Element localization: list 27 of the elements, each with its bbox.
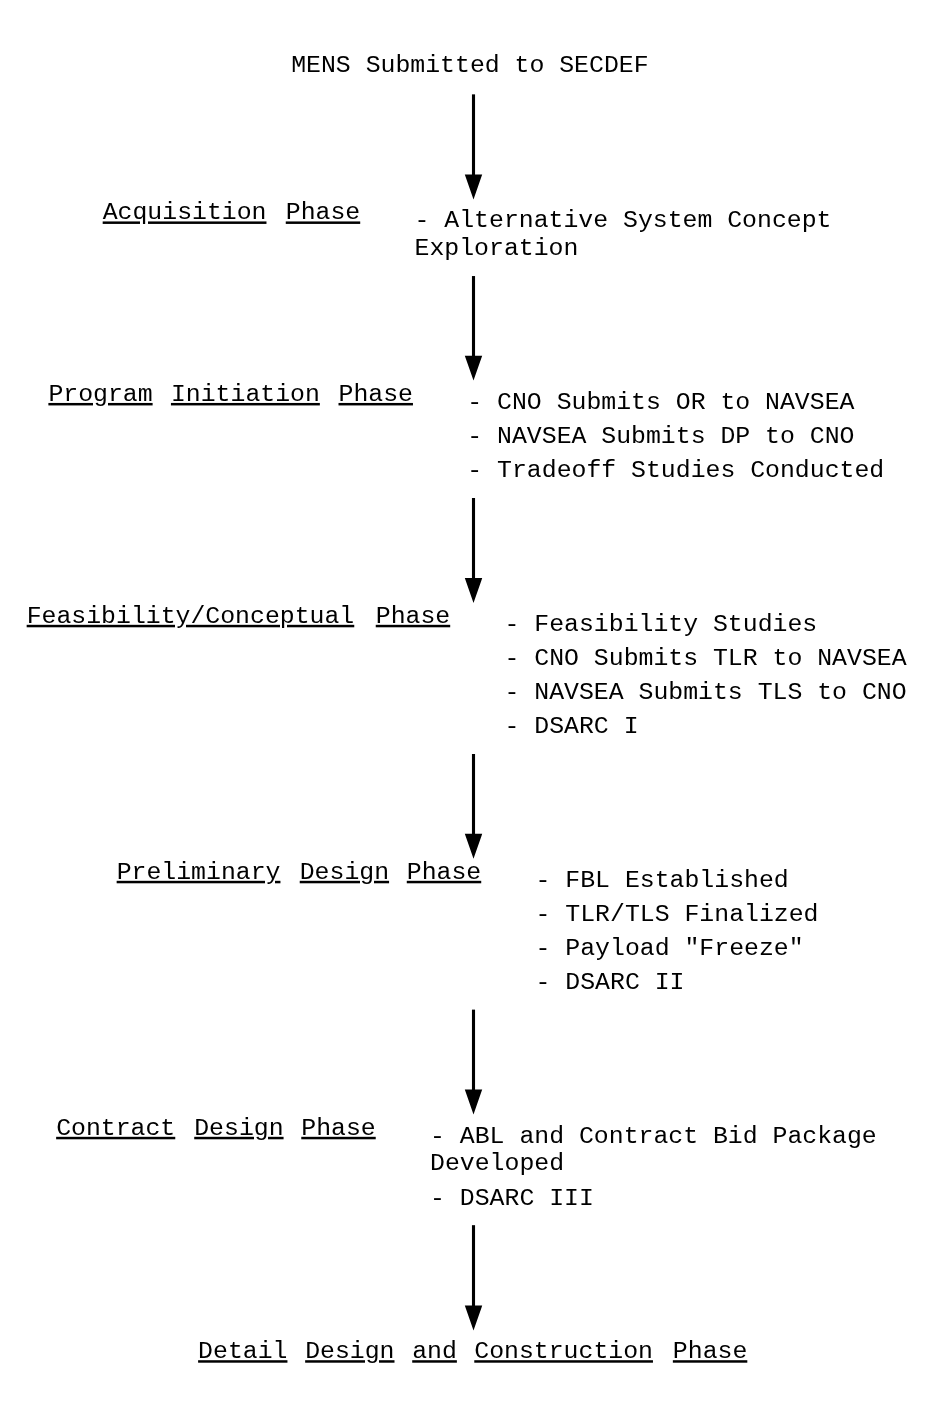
- node-label: - NAVSEA Submits DP to CNO: [467, 421, 855, 450]
- node-label: - DSARC I: [504, 711, 639, 740]
- node-text: Detail Design and Construction Phase: [198, 1337, 748, 1366]
- node-label: - ABL and Contract Bid Package Developed: [430, 1121, 877, 1178]
- node-label: - DSARC III: [430, 1183, 594, 1212]
- arrow: [464, 276, 483, 381]
- arrow: [464, 754, 483, 859]
- node-label: - DSARC II: [535, 967, 685, 996]
- node-text: Contract Design Phase: [56, 1113, 376, 1142]
- node-label: - Tradeoff Studies Conducted: [467, 455, 885, 484]
- arrow: [464, 1225, 483, 1331]
- node-label: - Payload "Freeze": [535, 933, 804, 962]
- node-label: - CNO Submits TLR to NAVSEA: [504, 643, 907, 672]
- node-label: - Alternative System Concept Exploration: [414, 206, 832, 263]
- node-text: Program Initiation Phase: [48, 379, 413, 408]
- arrow: [464, 94, 483, 200]
- node-text: MENS Submitted to SECDEF: [291, 51, 649, 80]
- node-label: - FBL Established: [535, 865, 789, 894]
- node-text: Preliminary Design Phase: [116, 857, 482, 886]
- node-label: - NAVSEA Submits TLS to CNO: [504, 677, 907, 706]
- node-text: Acquisition Phase: [102, 198, 361, 227]
- node-label: - TLR/TLS Finalized: [535, 899, 819, 928]
- node-label: - Feasibility Studies: [504, 609, 818, 638]
- node-text: Feasibility/Conceptual Phase: [26, 601, 451, 630]
- node-label: - CNO Submits OR to NAVSEA: [467, 387, 855, 416]
- arrow: [464, 498, 483, 603]
- arrow: [464, 1009, 483, 1115]
